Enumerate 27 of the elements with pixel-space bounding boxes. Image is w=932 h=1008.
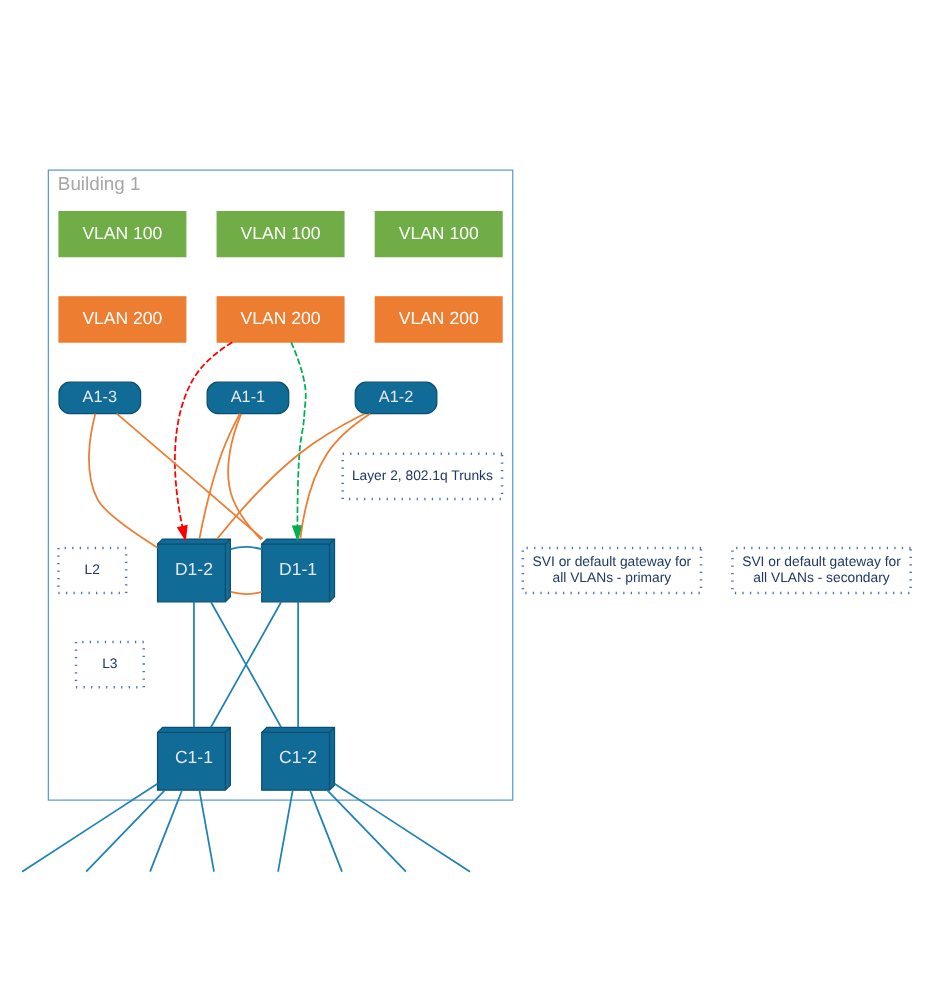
node-box: VLAN 200 (216, 296, 345, 343)
connector (198, 789, 215, 873)
connector (216, 412, 366, 540)
connector (333, 782, 471, 873)
arrow (174, 341, 234, 542)
connector (115, 412, 264, 540)
connector (198, 412, 241, 540)
connector (309, 789, 343, 873)
connector (227, 413, 263, 541)
node-box: VLAN 200 (58, 296, 187, 343)
connector (88, 412, 159, 549)
connector (210, 601, 283, 729)
connector (149, 789, 183, 873)
node-box: VLAN 100 (58, 210, 187, 258)
connector (21, 782, 159, 873)
node-box: VLAN 100 (216, 210, 345, 258)
arrow (290, 341, 307, 542)
node-box: VLAN 100 (374, 210, 503, 258)
connector (277, 789, 294, 873)
connector (326, 789, 407, 873)
connector (193, 601, 195, 729)
connector (229, 546, 263, 550)
connector (229, 591, 263, 595)
node-box: VLAN 200 (374, 296, 503, 343)
connector (299, 412, 372, 540)
connector (85, 789, 166, 873)
connector (297, 601, 299, 729)
